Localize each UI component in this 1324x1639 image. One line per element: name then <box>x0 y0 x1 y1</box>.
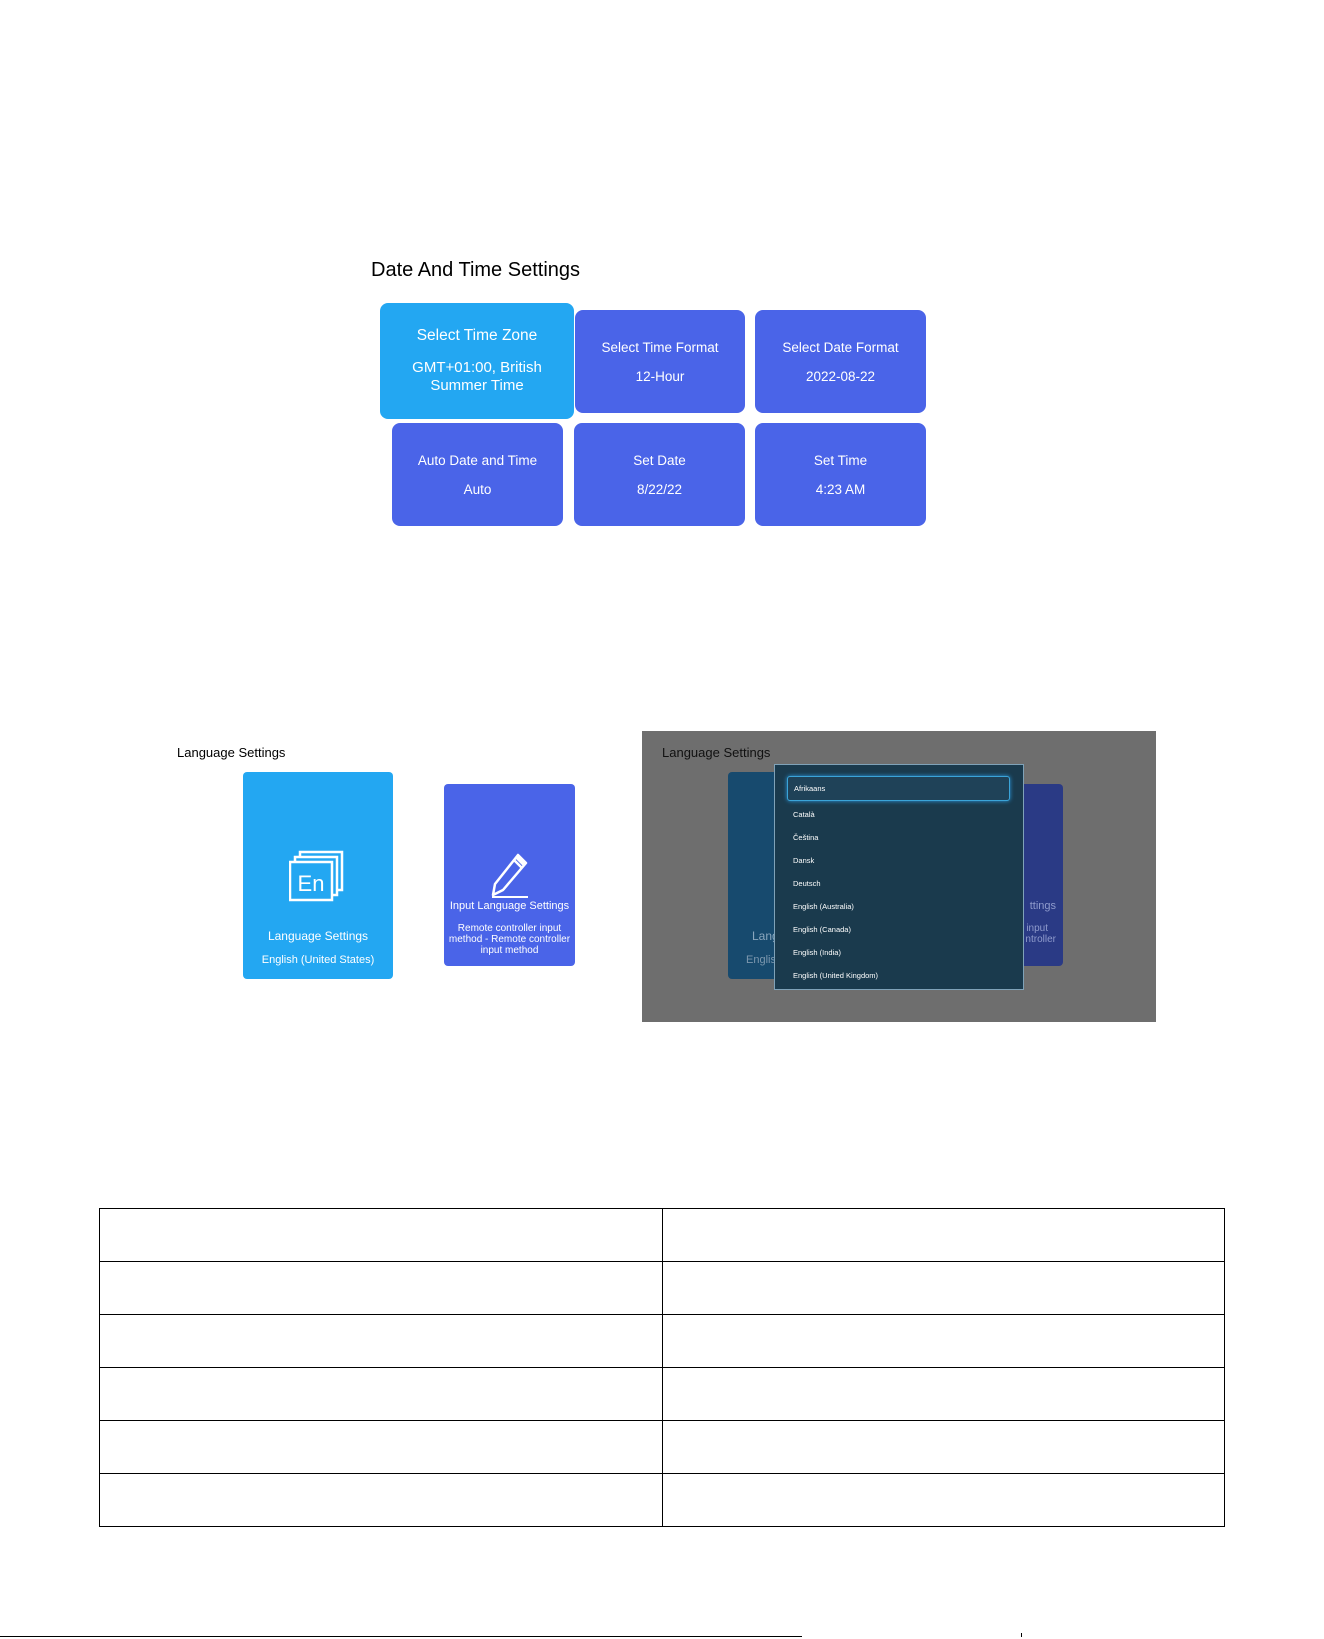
tile-value: 2022-08-22 <box>805 368 876 384</box>
footer-rule <box>0 1636 802 1637</box>
card-value: Englis <box>746 954 776 966</box>
language-en-icon: En <box>289 850 344 902</box>
card-label: Language Settings <box>267 929 369 943</box>
language-option[interactable]: English (Australia) <box>793 902 854 911</box>
tile-label: Set Date <box>633 452 686 468</box>
table-cell <box>661 1261 1225 1315</box>
tile-set-time[interactable]: Set Time 4:23 AM <box>755 423 926 526</box>
icon-text: En <box>298 871 325 896</box>
tile-select-date-format[interactable]: Select Date Format 2022-08-22 <box>755 310 926 413</box>
tile-value: Auto <box>463 481 492 497</box>
table-cell <box>99 1208 663 1262</box>
card-value: English (United States) <box>261 954 375 966</box>
card-label: ttings <box>1029 900 1056 912</box>
language-option[interactable]: Afrikaans <box>787 776 1010 801</box>
language-option[interactable]: Čeština <box>793 833 819 842</box>
tile-auto-date-time[interactable]: Auto Date and Time Auto <box>392 423 563 526</box>
tile-set-date[interactable]: Set Date 8/22/22 <box>574 423 745 526</box>
card-value: ntroller <box>1025 934 1056 945</box>
language-select-dialog[interactable]: Afrikaans Català Čeština Dansk Deutsch E… <box>774 764 1024 990</box>
datetime-section-title: Date And Time Settings <box>371 259 581 281</box>
table-cell <box>661 1208 1225 1262</box>
language-option[interactable]: English (Canada) <box>793 925 851 934</box>
language-dialog-screenshot: Language Settings Lang Englis ttings inp… <box>642 731 1156 1022</box>
input-language-settings-card[interactable]: Input Language Settings Remote controlle… <box>444 784 575 966</box>
empty-table <box>99 1208 1225 1527</box>
card-label: Lang <box>752 929 779 943</box>
language-settings-card[interactable]: En Language Settings English (United Sta… <box>243 772 393 979</box>
language-option[interactable]: Deutsch <box>793 879 821 888</box>
tile-value: 12-Hour <box>635 368 685 384</box>
table-row <box>99 1473 1225 1527</box>
tile-value: GMT+01:00, British Summer Time <box>412 359 542 394</box>
tile-label: Set Time <box>813 452 868 468</box>
tile-label: Select Date Format <box>782 339 899 355</box>
table-row <box>99 1261 1225 1315</box>
table-cell <box>661 1473 1225 1527</box>
language-option[interactable]: English (United Kingdom) <box>793 971 879 980</box>
card-label: Input Language Settings <box>449 900 570 912</box>
language-option[interactable]: English (India) <box>793 948 841 957</box>
card-value: input <box>1026 923 1048 934</box>
table-row <box>99 1367 1225 1421</box>
table-cell <box>99 1314 663 1368</box>
tile-select-time-zone[interactable]: Select Time Zone GMT+01:00, British Summ… <box>380 303 574 419</box>
footer-tick <box>1021 1633 1022 1637</box>
language-option[interactable]: Català <box>793 810 815 819</box>
table-row <box>99 1208 1225 1262</box>
table-cell <box>661 1314 1225 1368</box>
tile-label: Select Time Zone <box>416 327 538 344</box>
dialog-screen-title: Language Settings <box>662 745 771 760</box>
tile-value: 4:23 AM <box>815 481 866 497</box>
pencil-icon <box>491 853 528 898</box>
tile-select-time-format[interactable]: Select Time Format 12-Hour <box>575 310 745 413</box>
table-cell <box>99 1261 663 1315</box>
table-cell <box>99 1420 663 1474</box>
language-option[interactable]: Dansk <box>793 856 815 865</box>
tile-value: 8/22/22 <box>636 481 683 497</box>
table-cell <box>99 1367 663 1421</box>
card-value: Remote controller input method - Remote … <box>448 923 571 956</box>
tile-label: Select Time Format <box>601 339 719 355</box>
table-cell <box>99 1473 663 1527</box>
table-cell <box>661 1367 1225 1421</box>
tile-label: Auto Date and Time <box>417 452 538 468</box>
table-row <box>99 1420 1225 1474</box>
language-section-title: Language Settings <box>177 745 286 760</box>
table-cell <box>661 1420 1225 1474</box>
table-row <box>99 1314 1225 1368</box>
